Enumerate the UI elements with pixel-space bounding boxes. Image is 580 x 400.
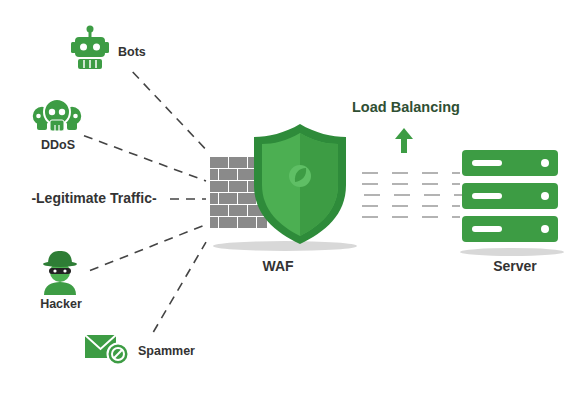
server-icon <box>462 150 558 176</box>
hacker-icon <box>44 282 76 295</box>
traffic-dashes <box>348 205 460 207</box>
firewall-icon <box>295 168 306 182</box>
bot-source: Bots <box>70 28 152 72</box>
firewall-icon <box>229 205 247 216</box>
traffic-dashes <box>348 173 460 217</box>
server-icon <box>541 225 549 233</box>
firewall-icon <box>229 157 247 168</box>
server-icon <box>541 159 549 167</box>
firewall-icon <box>210 205 228 216</box>
server-icon <box>460 150 564 256</box>
server-icon <box>462 183 558 209</box>
robot-icon <box>75 37 105 57</box>
firewall-icon <box>262 133 338 236</box>
node-label: Hacker <box>32 298 90 312</box>
server-icon <box>472 160 502 166</box>
node-label: WAF <box>206 259 350 274</box>
skull-icon <box>32 99 82 131</box>
robot-icon <box>83 60 85 68</box>
traffic-dashes <box>348 183 460 185</box>
robot-icon <box>78 59 102 69</box>
up-arrow <box>395 128 413 139</box>
firewall-icon <box>238 217 256 228</box>
firewall-icon <box>210 124 357 251</box>
firewall-icon <box>213 241 357 251</box>
firewall-icon <box>238 169 256 180</box>
firewall-icon <box>210 181 228 192</box>
node-label: -Legitimate Traffic- <box>18 191 170 206</box>
server-stack: Server <box>462 146 568 280</box>
skull-icon <box>36 114 41 119</box>
traffic-dashes <box>348 216 460 218</box>
hacker-source: Hacker <box>32 250 90 314</box>
skull-icon <box>49 109 55 115</box>
server-icon <box>541 192 549 200</box>
server-icon <box>460 248 564 256</box>
hacker-icon <box>53 269 56 272</box>
waf-shield: WAF <box>206 122 350 280</box>
ddos-source: DDoS <box>32 94 84 158</box>
skull-icon <box>59 109 65 115</box>
server-icon <box>462 216 558 242</box>
firewall-icon <box>210 193 218 204</box>
server-icon <box>472 193 502 199</box>
node-label: Server <box>462 259 568 274</box>
edge-label: Load Balancing <box>352 99 460 115</box>
traffic-connector <box>84 136 206 181</box>
skull-icon <box>54 125 55 131</box>
skull-icon <box>58 125 59 131</box>
skull-icon <box>50 120 64 131</box>
firewall-icon <box>210 157 228 168</box>
robot-icon <box>95 60 97 68</box>
up-arrow <box>401 138 407 153</box>
firewall-icon <box>254 124 346 244</box>
firewall-icon <box>289 165 311 187</box>
skull-icon <box>37 122 47 130</box>
traffic-dashes <box>348 172 460 174</box>
hacker-icon <box>43 251 77 295</box>
firewall-icon <box>219 193 237 204</box>
node-label: Spammer <box>138 345 195 359</box>
robot-icon <box>87 26 94 33</box>
up-arrow <box>395 128 413 153</box>
traffic-connector <box>170 198 206 200</box>
robot-icon <box>93 44 100 51</box>
envelope-icon <box>85 335 129 365</box>
firewall-icon <box>210 169 218 180</box>
hacker-icon <box>63 269 66 272</box>
traffic-connector <box>153 242 206 332</box>
robot-icon <box>89 60 91 68</box>
envelope-icon <box>114 350 122 358</box>
skull-icon <box>67 122 77 130</box>
envelope-icon <box>108 344 129 365</box>
firewall-icon <box>238 193 256 204</box>
traffic-connector <box>90 225 206 271</box>
skull-icon <box>73 114 78 119</box>
traffic-connector <box>133 72 206 150</box>
robot-icon <box>80 44 87 51</box>
robot-icon <box>71 26 109 70</box>
traffic-connector <box>350 194 462 196</box>
firewall-icon <box>229 181 247 192</box>
node-label: Bots <box>118 46 146 60</box>
spammer-source: Spammer <box>82 332 208 364</box>
firewall-icon <box>219 217 237 228</box>
firewall-icon <box>210 217 218 228</box>
firewall-icon <box>219 169 237 180</box>
hacker-icon <box>49 268 71 274</box>
hacker-icon <box>48 251 72 264</box>
envelope-icon <box>112 348 124 360</box>
node-label: DDoS <box>32 139 84 153</box>
server-icon <box>472 226 502 232</box>
legitimate-source: -Legitimate Traffic- <box>18 190 170 210</box>
